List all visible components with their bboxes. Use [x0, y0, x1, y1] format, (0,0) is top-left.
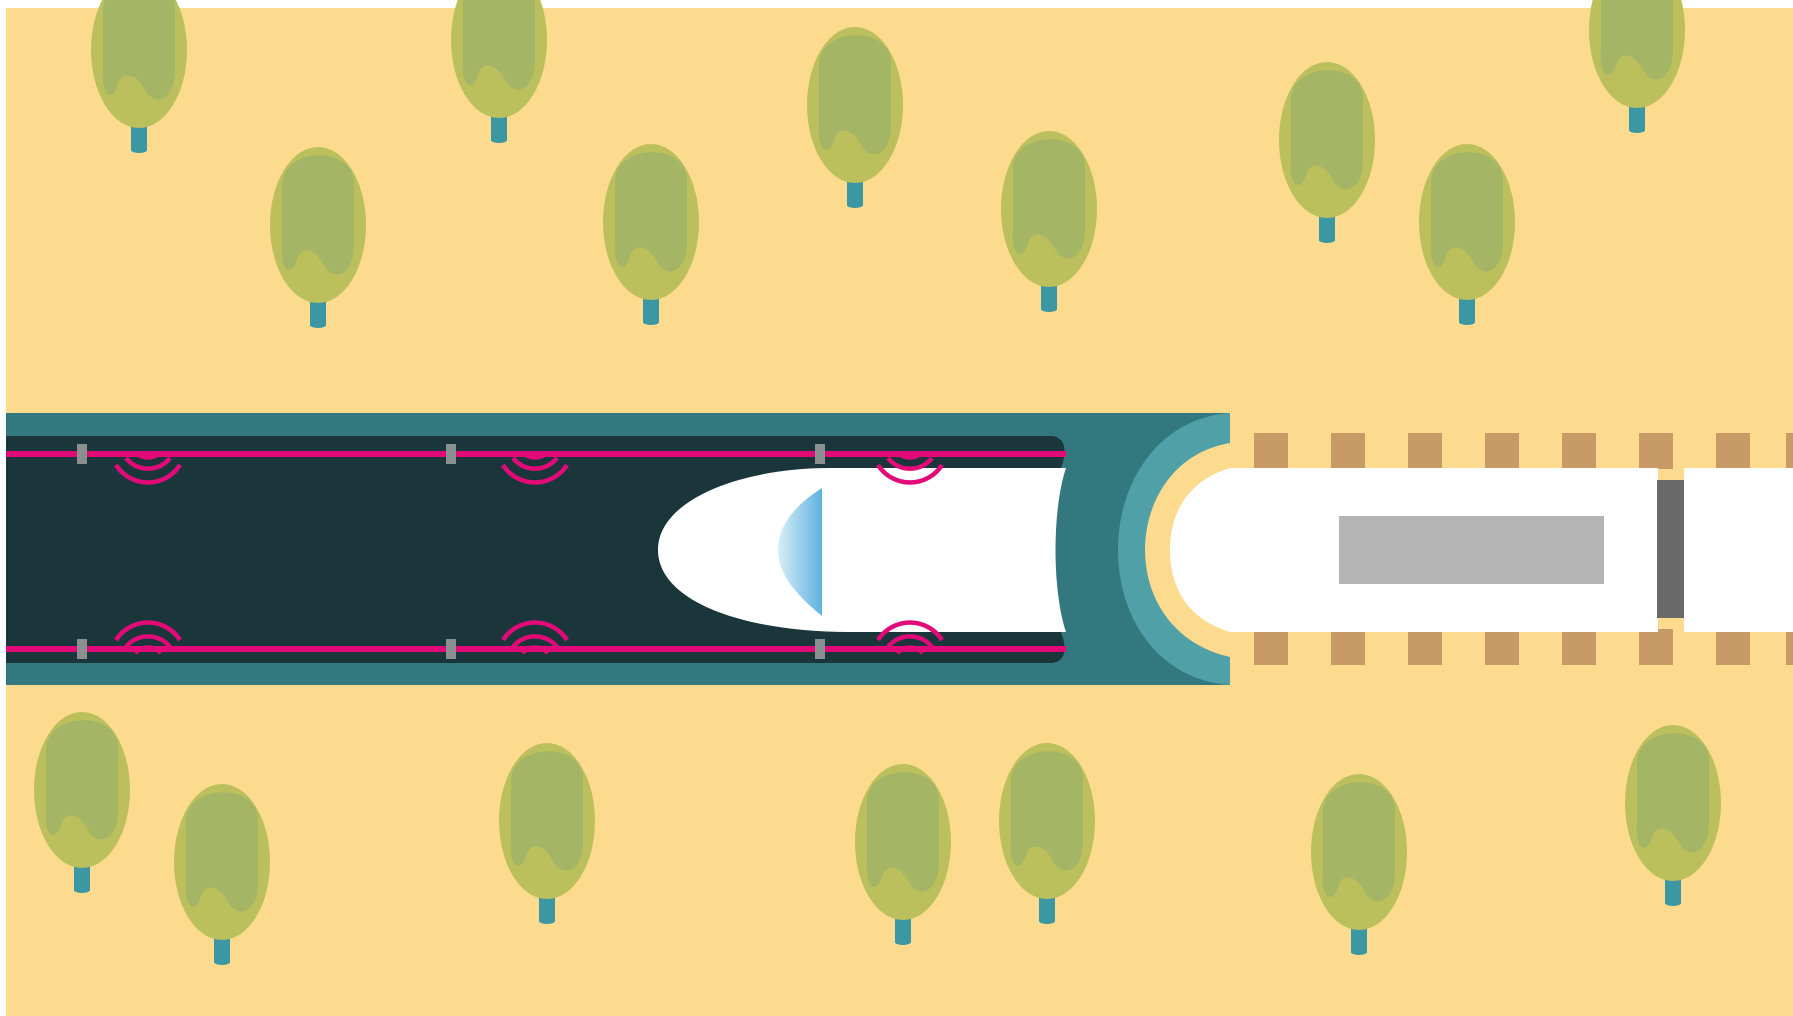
train-roof-panel	[1339, 516, 1604, 584]
train-nose	[658, 468, 1066, 632]
train-icon	[1138, 468, 1793, 632]
train-car-body	[1684, 468, 1793, 632]
tunnel-icon	[6, 413, 1230, 685]
train-coupler	[1657, 480, 1684, 618]
